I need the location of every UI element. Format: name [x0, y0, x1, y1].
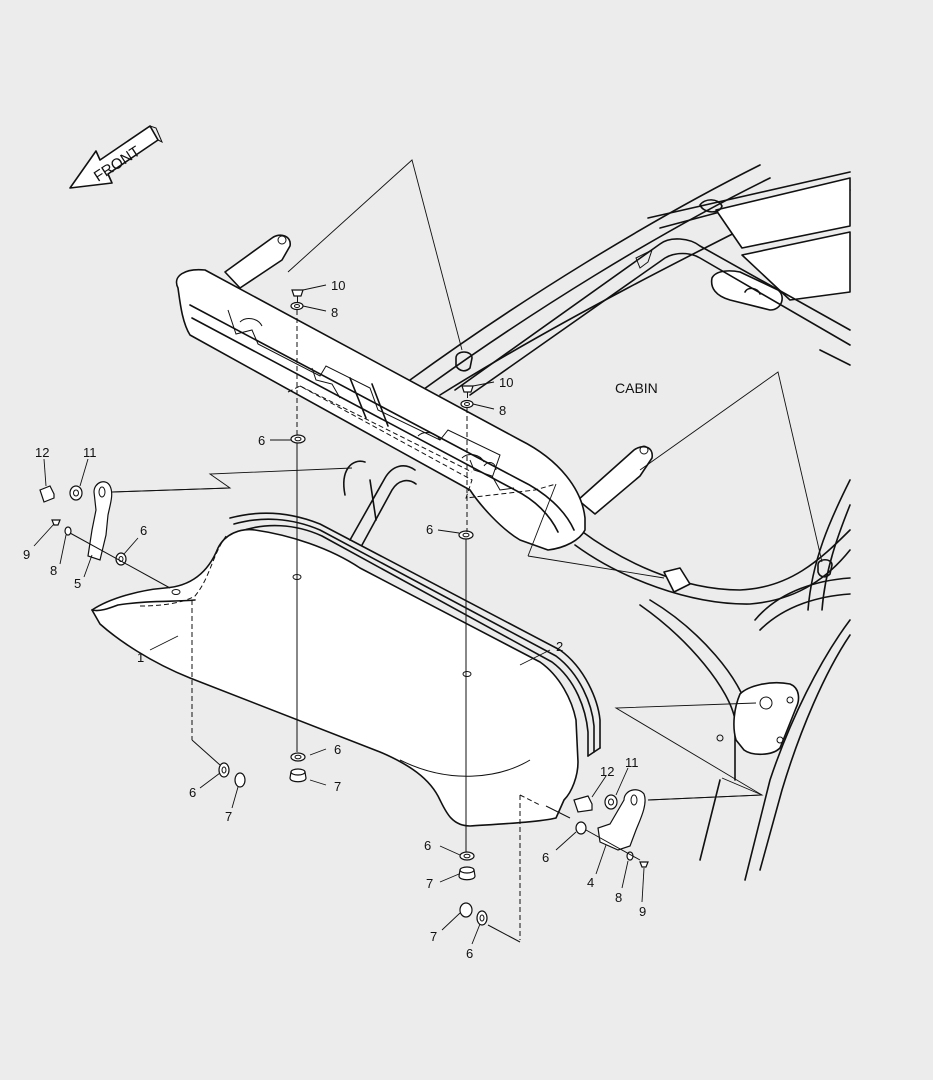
callout-1: 1	[137, 650, 144, 665]
callout-numbers: 10 8 10 8 6 6 12 11 9 8 5 6 1 2 6 7 6 7 …	[23, 278, 646, 961]
callout-7: 7	[430, 929, 437, 944]
callout-7: 7	[225, 809, 232, 824]
callout-6: 6	[334, 742, 341, 757]
upper-trim-assembly	[175, 234, 653, 551]
cabin-label: CABIN	[615, 380, 658, 396]
callout-8: 8	[615, 890, 622, 905]
callout-4: 4	[587, 875, 594, 890]
callout-8: 8	[331, 305, 338, 320]
callout-8: 8	[499, 403, 506, 418]
front-arrow: FRONT	[69, 125, 163, 189]
callout-12: 12	[600, 764, 614, 779]
callout-11: 11	[625, 755, 639, 770]
callout-10: 10	[499, 375, 513, 390]
hardware	[39, 289, 763, 943]
callout-8: 8	[50, 563, 57, 578]
callout-9: 9	[639, 904, 646, 919]
callout-2: 2	[556, 639, 563, 654]
leader-lines	[33, 159, 823, 945]
callout-9: 9	[23, 547, 30, 562]
callout-6: 6	[426, 522, 433, 537]
callout-11: 11	[83, 445, 97, 460]
callout-7: 7	[334, 779, 341, 794]
lower-cover-assembly	[91, 512, 601, 827]
cabin-structure: CABIN	[343, 164, 851, 881]
callout-6: 6	[140, 523, 147, 538]
callout-10: 10	[331, 278, 345, 293]
callout-6: 6	[542, 850, 549, 865]
callout-6: 6	[424, 838, 431, 853]
callout-6: 6	[466, 946, 473, 961]
callout-5: 5	[74, 576, 81, 591]
callout-12: 12	[35, 445, 49, 460]
callout-7: 7	[426, 876, 433, 891]
callout-6: 6	[258, 433, 265, 448]
callout-6: 6	[189, 785, 196, 800]
